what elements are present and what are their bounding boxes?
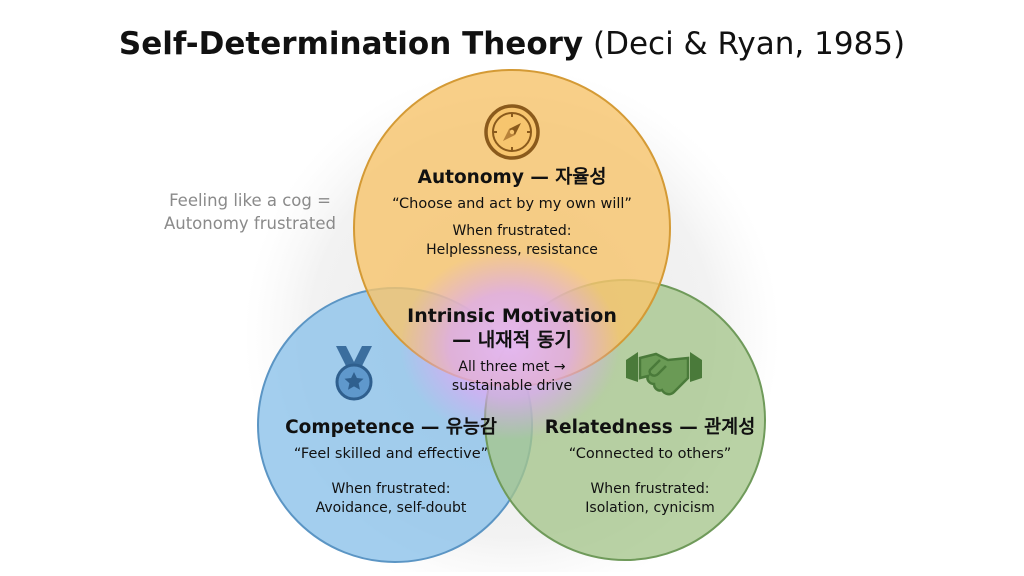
relatedness-heading: Relatedness — 관계성 [544, 417, 756, 438]
center-note-line-2: sustainable drive [451, 378, 573, 394]
center-heading-line-1: Intrinsic Motivation [407, 305, 617, 327]
center-label: Intrinsic Motivation — 내재적 동기 All three … [392, 304, 632, 396]
center-note-line-1: All three met → [458, 359, 566, 375]
medal-icon [335, 346, 373, 401]
autonomy-quote: “Choose and act by my own will” [392, 196, 632, 212]
autonomy-label: Autonomy — 자율성 “Choose and act by my own… [356, 166, 668, 260]
side-note-line-1: Feeling like a cog = [169, 191, 331, 210]
title-citation: (Deci & Ryan, 1985) [592, 26, 906, 62]
autonomy-frustrated-value: Helplessness, resistance [426, 242, 598, 258]
relatedness-frustrated-value: Isolation, cynicism [585, 500, 715, 516]
title-main: Self-Determination Theory [118, 26, 584, 62]
side-note: Feeling like a cog = Autonomy frustrated [140, 189, 360, 235]
competence-frustrated-value: Avoidance, self-doubt [315, 500, 467, 516]
center-heading-line-2: — 내재적 동기 [452, 329, 572, 351]
center-glow [400, 250, 620, 440]
competence-label: Competence — 유능감 “Feel skilled and effec… [246, 416, 536, 518]
relatedness-quote: “Connected to others” [568, 446, 732, 462]
handshake-icon [626, 352, 702, 396]
competence-quote: “Feel skilled and effective” [293, 446, 489, 462]
page-title: Self-Determination Theory (Deci & Ryan, … [0, 26, 1024, 62]
side-note-line-2: Autonomy frustrated [163, 214, 337, 233]
relatedness-label: Relatedness — 관계성 “Connected to others” … [505, 416, 795, 518]
compass-icon [484, 104, 540, 160]
competence-heading: Competence — 유능감 [285, 417, 497, 438]
competence-frustrated-label: When frustrated: [331, 481, 451, 497]
autonomy-heading: Autonomy — 자율성 [417, 167, 607, 188]
autonomy-frustrated-label: When frustrated: [452, 223, 572, 239]
relatedness-frustrated-label: When frustrated: [590, 481, 710, 497]
